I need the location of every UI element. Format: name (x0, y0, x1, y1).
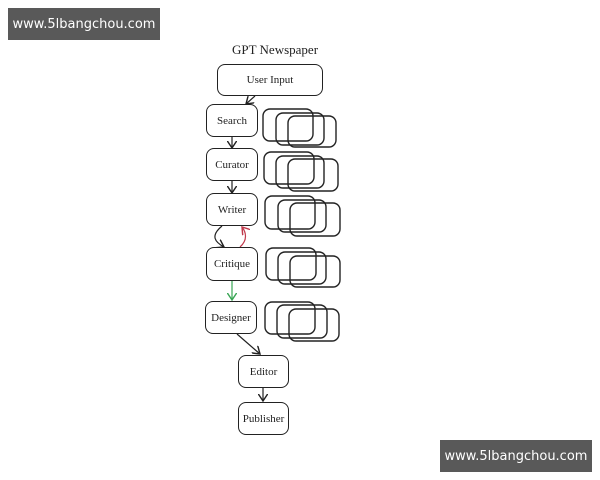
watermark-bottom-right: www.5lbangchou.com (440, 440, 592, 472)
node-writer: Writer (206, 193, 258, 226)
node-search: Search (206, 104, 258, 137)
parallel-agent-stacks (262, 108, 341, 342)
node-publisher: Publisher (238, 402, 289, 435)
node-critique: Critique (206, 247, 258, 281)
node-editor: Editor (238, 355, 289, 388)
diagram-title: GPT Newspaper (231, 42, 319, 57)
watermark-top-left: www.5lbangchou.com (8, 8, 160, 40)
node-curator: Curator (206, 148, 258, 181)
node-user-input: User Input (217, 64, 323, 96)
node-designer: Designer (205, 301, 257, 334)
